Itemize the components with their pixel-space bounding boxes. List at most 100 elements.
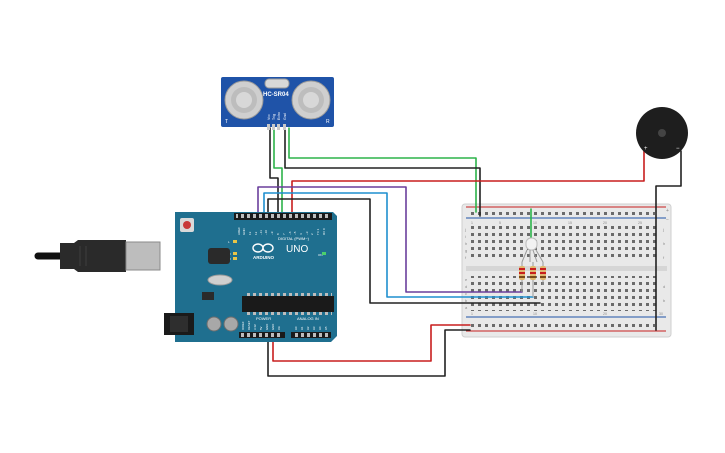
row-letter: j (662, 227, 664, 232)
rgb-led[interactable] (521, 237, 544, 263)
sensor-pin-label: Vcc (267, 114, 271, 120)
row-letter: d (663, 284, 665, 289)
pin-label: TX 1 (316, 228, 320, 235)
wire-black-ground[interactable] (267, 329, 471, 377)
wire-green-short[interactable] (273, 127, 283, 215)
row-letter: f (663, 255, 665, 260)
power-jack-icon[interactable] (164, 313, 194, 335)
sensor-r-mark: R (326, 119, 330, 125)
col-number: 1 (471, 221, 473, 225)
row-letter: b (465, 298, 468, 303)
wire-black-mid[interactable] (267, 198, 541, 304)
pin-label: A4 (318, 326, 322, 330)
wire-blue[interactable] (263, 192, 534, 298)
wire-black-sensor[interactable] (284, 127, 481, 217)
wire-red-buzzer[interactable] (291, 150, 645, 215)
pin-label: 7 (282, 233, 286, 235)
sensor-model-label: HC-SR04 (263, 92, 289, 98)
row-letter: f (465, 255, 467, 260)
pin-label: 3.3V (253, 324, 257, 330)
pin-label: A3 (312, 326, 316, 330)
sensor-pin-label: Trig (272, 114, 276, 120)
col-number: 30 (659, 312, 663, 316)
pin-label: 2 (310, 233, 314, 235)
wire-black-buzzer[interactable] (655, 150, 682, 331)
on-label: ON (318, 253, 323, 257)
wire-black-short[interactable] (269, 127, 279, 215)
microcontroller-chip (242, 296, 334, 312)
row-letter: j (464, 227, 466, 232)
buzzer-minus: − (676, 146, 680, 152)
pin-label: RX 0 (322, 228, 326, 235)
col-number: 5 (499, 221, 501, 225)
wire-red-power[interactable] (272, 324, 471, 362)
col-number: 25 (638, 221, 642, 225)
power-label: POWER (256, 316, 271, 321)
sensor-pin-label: Echo (277, 112, 281, 120)
col-number: 10 (533, 312, 537, 316)
col-number: 10 (533, 221, 537, 225)
row-letter: h (663, 241, 665, 246)
pin-label: 8 (276, 233, 280, 235)
arduino-logo: ARDUINO (252, 243, 274, 260)
pin-label: GND (242, 228, 246, 236)
breadboard[interactable]: j i h g f e d c b a j h f d b 1 5 10 15 … (461, 203, 672, 338)
arduino-uno[interactable]: AREF GND 13 12 ~11 ~10 ~9 8 7 ~6 ~5 4 ~3… (164, 212, 337, 342)
row-letter: g (465, 248, 467, 253)
digital-pin-labels: AREF GND 13 12 ~11 ~10 ~9 8 7 ~6 ~5 4 ~3… (237, 227, 326, 235)
buzzer-plus: + (644, 146, 648, 152)
uno-label: UNO (286, 244, 308, 255)
usb-cable[interactable] (34, 240, 161, 272)
analog-pin-labels: A0 A1 A2 A3 A4 A5 (294, 326, 328, 330)
col-number: 15 (568, 221, 572, 225)
pin-label: GND (265, 324, 269, 330)
sensor-pin-label: Gnd (283, 113, 287, 120)
wire-green[interactable] (288, 127, 477, 213)
pin-label: ~6 (288, 231, 292, 235)
pin-label: A5 (324, 326, 328, 330)
row-letter: e (465, 277, 468, 282)
usb-plug-icon (60, 240, 126, 272)
arduino-logo-text: ARDUINO (253, 255, 274, 260)
analog-label: ANALOG IN (297, 316, 319, 321)
pin-label: A0 (294, 326, 298, 330)
breadboard-row-letters: j i h g f e d c b a j h f d b (464, 227, 666, 310)
ultrasonic-sensor[interactable]: HC-SR04 T R Vcc Trig Echo Gnd (221, 77, 334, 130)
rgb-led-icon (525, 237, 538, 251)
power-pin-labels: IOREF RESET 3.3V 5V GND GND Vin (241, 320, 281, 330)
resistor-icon[interactable] (519, 262, 525, 292)
pin-label: A1 (300, 326, 304, 330)
pin-label: ~3 (305, 231, 309, 235)
pin-label: ~9 (270, 231, 274, 235)
rail-plus-label: + (666, 208, 669, 214)
piezo-buzzer[interactable]: + − (636, 107, 688, 159)
row-letter: b (663, 298, 666, 303)
pin-label: 5V (259, 326, 263, 330)
breadboard-column-numbers: 1 5 10 15 20 25 1 10 20 30 (471, 221, 663, 316)
row-letter: a (465, 305, 468, 310)
digital-label: DIGITAL (PWM~) (278, 236, 310, 241)
resistors[interactable] (519, 262, 546, 297)
resistor-icon[interactable] (540, 262, 546, 285)
row-letter: h (465, 241, 467, 246)
pin-label: RESET (247, 320, 251, 330)
col-number: 20 (603, 312, 607, 316)
pin-label: ~11 (259, 230, 263, 235)
pin-label: Vin (277, 326, 281, 330)
pin-label: ~10 (264, 230, 268, 235)
row-letter: i (465, 234, 466, 239)
row-letter: d (465, 284, 467, 289)
resistor-icon[interactable] (530, 262, 536, 297)
wires[interactable] (257, 127, 682, 377)
wire-purple[interactable] (257, 186, 523, 293)
pin-label: 13 (248, 231, 252, 235)
pin-label: 12 (254, 231, 258, 235)
pin-label: AREF (237, 227, 241, 235)
led-label: L (228, 240, 230, 244)
sensor-t-mark: T (225, 119, 228, 125)
pin-label: ~5 (293, 231, 297, 235)
reset-button-icon[interactable] (180, 218, 194, 232)
pin-label: IOREF (241, 321, 245, 330)
pin-label: GND (271, 324, 275, 330)
